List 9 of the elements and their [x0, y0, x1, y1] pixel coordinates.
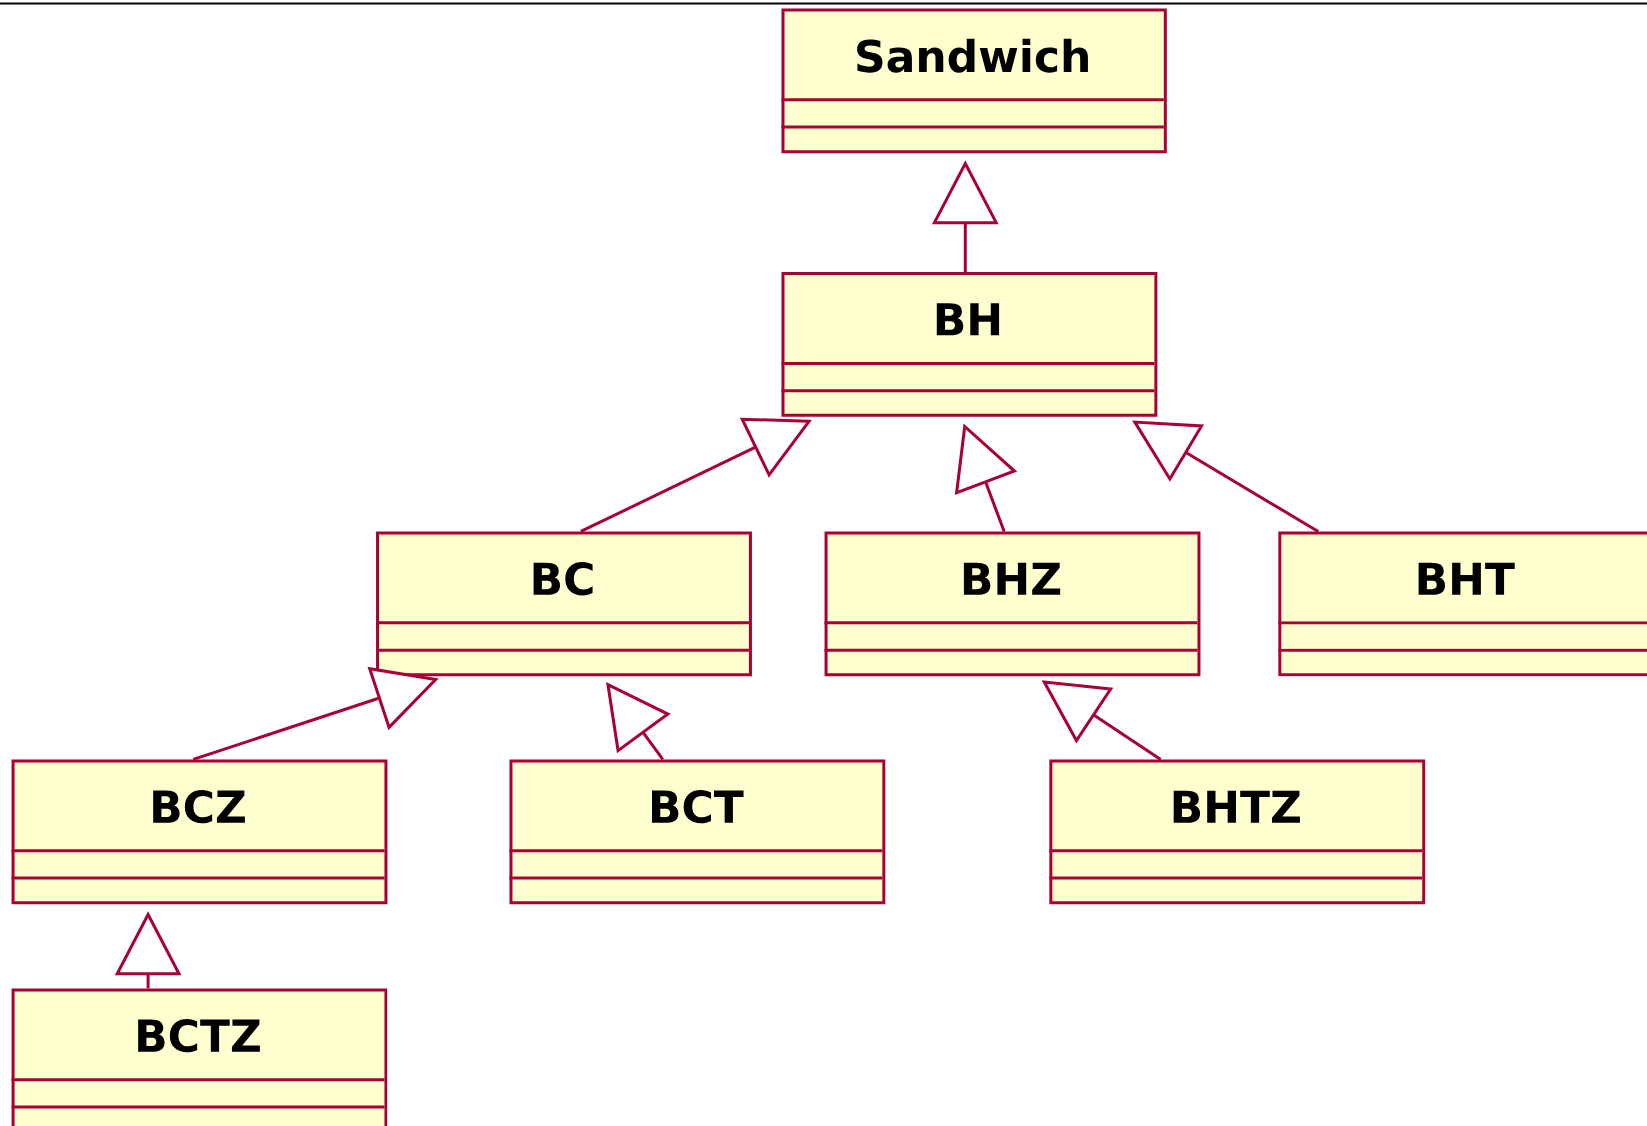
class-box: BCZ	[11, 759, 388, 905]
class-box: BC	[376, 531, 752, 677]
class-box: BHZ	[824, 531, 1201, 677]
class-box: BCTZ	[11, 988, 388, 1126]
class-box: BHT	[1278, 531, 1647, 677]
class-box: Sandwich	[781, 8, 1167, 154]
class-box: BH	[781, 272, 1158, 417]
class-box: BHTZ	[1049, 759, 1426, 905]
class-box: BCT	[509, 759, 886, 905]
